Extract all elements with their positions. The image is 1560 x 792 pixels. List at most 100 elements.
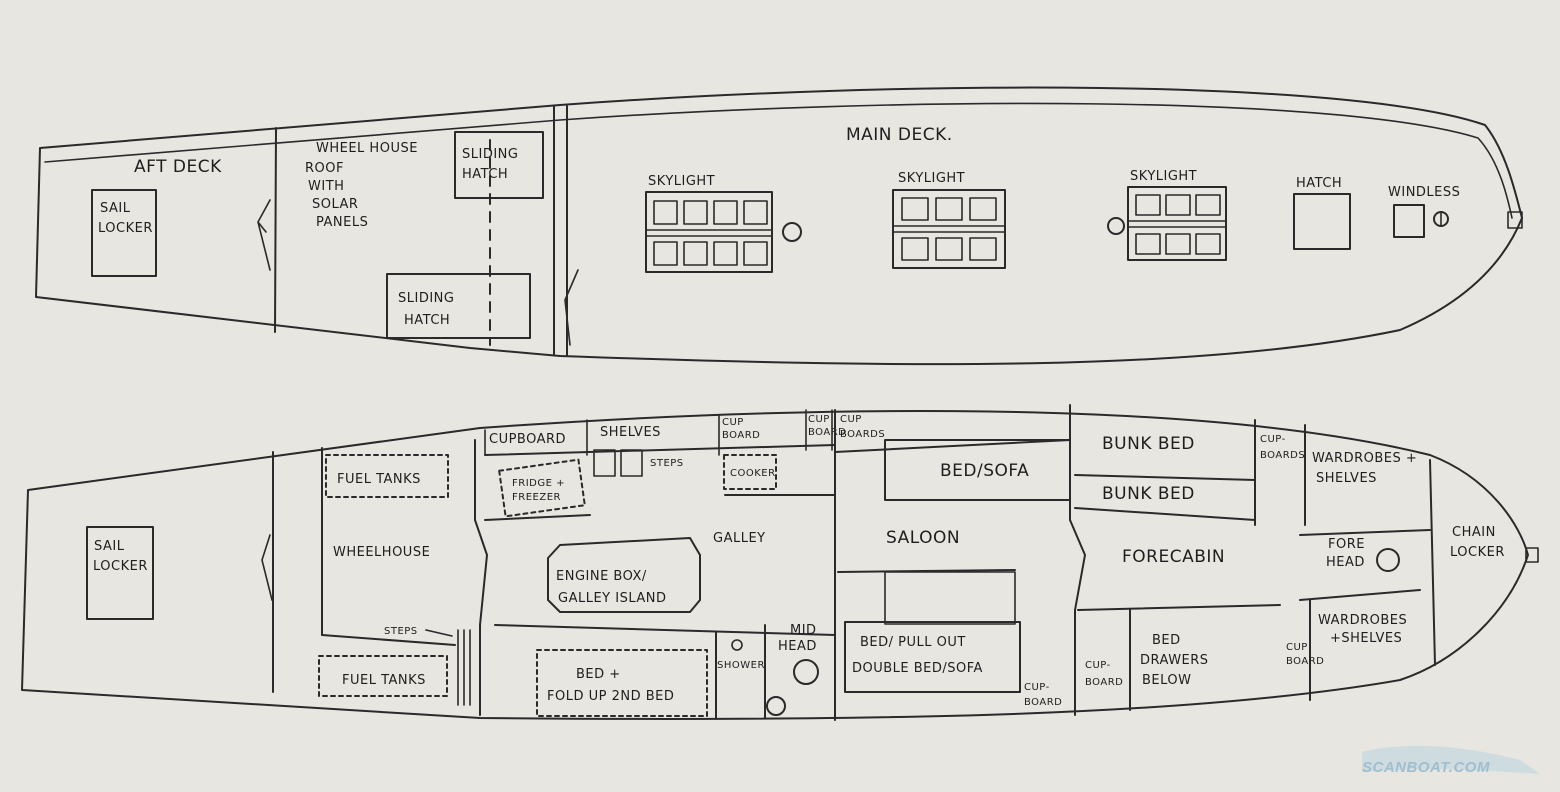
- cup-boards-3-label-1: CUP: [840, 414, 862, 425]
- fore-head-label-2: HEAD: [1326, 555, 1365, 570]
- sliding-hatch-top-label-2: HATCH: [462, 167, 508, 182]
- galley-counter-front: [484, 514, 591, 521]
- saloon-cupboard-line: [834, 439, 1071, 453]
- watermark-wave-shape: [1362, 745, 1540, 774]
- watermark-text: SCANBOAT.COM: [1362, 759, 1490, 776]
- main-deck-plan: SAIL LOCKER AFT DECK WHEEL HOUSE ROOF WI…: [35, 86, 1523, 366]
- cooker-box: [723, 454, 777, 490]
- wheelhouse-floor-line: [321, 634, 456, 646]
- engine-box-outline: [547, 537, 701, 613]
- main-deck-inner-rail: [44, 102, 1513, 219]
- saloon-table: [884, 571, 1016, 625]
- wardrobes-bottom-label-1: WARDROBES: [1318, 613, 1407, 628]
- bow-fitting: [1507, 211, 1523, 229]
- cupboard-fore-label-2: BOARD: [1085, 677, 1123, 688]
- galley-label: GALLEY: [713, 531, 766, 546]
- steps-arrow-label: STEPS: [650, 458, 684, 469]
- fore-head-top: [1299, 529, 1431, 536]
- chain-locker-bulkhead: [1429, 459, 1436, 666]
- sail-locker-box: [91, 189, 157, 277]
- saloon-fwd-bulkhead: [1069, 404, 1086, 716]
- windlass-box: [1393, 204, 1425, 238]
- cup-board-fore-bottom-label-2: BOARD: [1286, 656, 1324, 667]
- bed-fold-up-label-2: FOLD UP 2ND BED: [547, 689, 674, 704]
- sliding-hatch-bottom-label-2: HATCH: [404, 313, 450, 328]
- engine-box-label-2: GALLEY ISLAND: [558, 591, 667, 606]
- lower-sail-locker-label-2: LOCKER: [93, 559, 148, 574]
- fridge-freezer-label-2: FREEZER: [512, 492, 561, 503]
- bed-pullout-label-1: BED/ PULL OUT: [860, 635, 966, 650]
- steps-arrow: [425, 629, 453, 637]
- cup-boards-fore-top-label-1: CUP-: [1260, 434, 1286, 445]
- wardrobes-top-label-1: WARDROBES +: [1312, 451, 1417, 466]
- cup-board-2-label-1: CUP: [808, 414, 830, 425]
- fuel-tanks-bottom-label: FUEL TANKS: [342, 673, 426, 688]
- deck-fitting-circle-1: [782, 222, 802, 242]
- cupboard-saloon-label-1: CUP-: [1024, 682, 1050, 693]
- engine-box-label-1: ENGINE BOX/: [556, 569, 647, 584]
- steps-box-2: [620, 449, 643, 477]
- fuel-tanks-top-box: [325, 454, 449, 498]
- bunk-divider: [1074, 474, 1256, 481]
- forecabin-bed-top: [1077, 604, 1281, 611]
- aft-cabin-top-wall: [494, 624, 836, 636]
- sail-locker-label-2: LOCKER: [98, 221, 153, 236]
- cup-board-1-label-2: BOARD: [722, 430, 760, 441]
- bed-sofa-label: BED/SOFA: [940, 461, 1029, 481]
- cooker-label: COOKER: [730, 468, 776, 479]
- lower-deck-plan: SAIL LOCKER FUEL TANKS FUEL TANKS WHEELH…: [21, 404, 1539, 721]
- skylight-1-label: SKYLIGHT: [648, 174, 715, 189]
- aft-deck-label: AFT DECK: [134, 157, 222, 177]
- skylight-2-label: SKYLIGHT: [898, 171, 965, 186]
- aft-bulkhead: [274, 127, 277, 333]
- wheelhouse-roof-label-4: SOLAR: [312, 197, 358, 212]
- bed-pullout-box: [844, 621, 1021, 693]
- bunk-bed-1-label: BUNK BED: [1102, 434, 1195, 454]
- galley-counter-line: [484, 444, 836, 456]
- wheelhouse-roof-label-5: PANELS: [316, 215, 368, 230]
- shower-label: SHOWER: [717, 660, 765, 671]
- fore-head-label-1: FORE: [1328, 537, 1365, 552]
- sliding-hatch-bottom-box: [386, 273, 531, 339]
- skylight-3-label: SKYLIGHT: [1130, 169, 1197, 184]
- cupboard-fore-label-1: CUP-: [1085, 660, 1111, 671]
- cup-board-1-label-1: CUP: [722, 417, 744, 428]
- wheelhouse-roof-label-3: WITH: [308, 179, 344, 194]
- hatch-box: [1293, 193, 1351, 250]
- steps-box-1: [593, 449, 616, 477]
- main-deck-title: MAIN DECK.: [846, 125, 953, 145]
- bed-drawers-label-2: DRAWERS: [1140, 653, 1209, 668]
- lower-sail-locker-label-1: SAIL: [94, 539, 125, 554]
- mid-head-basin: [766, 696, 786, 716]
- wheelhouse-roof-label-2: ROOF: [305, 161, 344, 176]
- wheelhouse-roof-label-1: WHEEL HOUSE: [316, 141, 418, 156]
- chain-locker-label-1: CHAIN: [1452, 525, 1496, 540]
- skylight-1: [645, 191, 773, 273]
- door-symbol-wheelhouse: [564, 269, 579, 346]
- cup-board-fore-bottom-label-1: CUP: [1286, 642, 1308, 653]
- wardrobes-bottom-label-2: +SHELVES: [1330, 631, 1402, 646]
- saloon-label: SALOON: [886, 528, 960, 548]
- skylight-2: [892, 189, 1006, 269]
- wheelhouse-label: WHEELHOUSE: [333, 545, 430, 560]
- shelves-label: SHELVES: [600, 425, 661, 440]
- shower-drain: [731, 639, 743, 651]
- forecabin-label: FORECABIN: [1122, 547, 1225, 567]
- skylight-3: [1127, 186, 1227, 261]
- door-symbol-lower-aft: [261, 534, 273, 601]
- fore-head-toilet: [1376, 548, 1400, 572]
- mid-head-toilet: [793, 659, 819, 685]
- sliding-hatch-bottom-label-1: SLIDING: [398, 291, 454, 306]
- bow-fitting-lower: [1525, 547, 1539, 563]
- cupboard-label: CUPBOARD: [489, 432, 566, 447]
- fridge-freezer-box: [498, 458, 586, 518]
- lower-deck-hull-outline: [21, 410, 1529, 721]
- chain-locker-label-2: LOCKER: [1450, 545, 1505, 560]
- fuel-tanks-bottom-box: [318, 655, 448, 697]
- fuel-tanks-top-label: FUEL TANKS: [337, 472, 421, 487]
- bunk-bottom-line: [1074, 507, 1256, 521]
- bunk-bed-2-label: BUNK BED: [1102, 484, 1195, 504]
- cup-boards-fore-top-label-2: BOARDS: [1260, 450, 1305, 461]
